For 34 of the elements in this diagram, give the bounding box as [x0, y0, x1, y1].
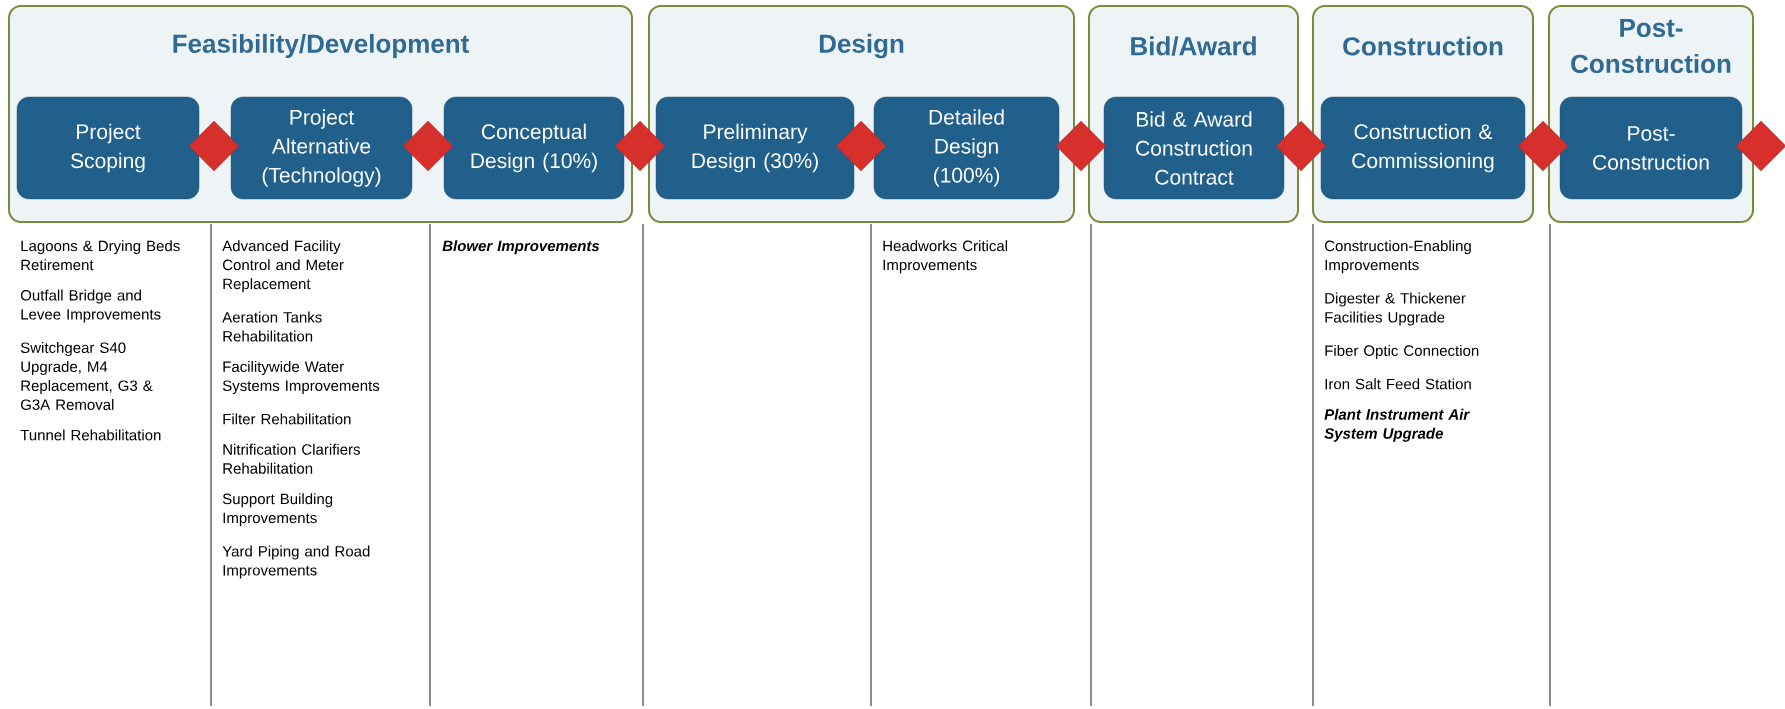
project-item: Support Building Improvements: [222, 493, 333, 527]
step-box: Construction & Commissioning: [1320, 96, 1526, 200]
project-item: Filter Rehabilitation: [223, 413, 351, 425]
milestone-diamond: [1055, 120, 1107, 172]
step-box: Bid & Award Construction Contract: [1103, 96, 1285, 200]
step-box: Preliminary Design (30%): [655, 96, 855, 200]
project-item: Outfall Bridge and Levee Improvements: [20, 289, 161, 323]
project-item: Blower Improvements: [442, 240, 600, 255]
project-item: Tunnel Rehabilitation: [20, 429, 161, 441]
project-item: Fiber Optic Connection: [1325, 344, 1479, 359]
milestone-diamond: [835, 120, 887, 172]
milestone-diamond: [614, 120, 666, 172]
project-item: Headworks Critical Improvements: [883, 240, 1008, 274]
project-item: Yard Piping and Road Improvements: [222, 545, 370, 579]
milestone-diamond: [1517, 120, 1569, 172]
project-item: Iron Salt Feed Station: [1325, 378, 1471, 390]
milestone-diamond: [402, 120, 454, 172]
step-box: Project Scoping: [16, 96, 200, 200]
milestone-diamond: [1735, 120, 1785, 172]
project-item: Switchgear S40 Upgrade, M4 Replacement, G3 & G3A Removal: [20, 342, 153, 410]
step-box: Post- Construction: [1559, 96, 1743, 200]
step-box: Conceptual Design (10%): [443, 96, 625, 200]
project-item: Aeration Tanks Rehabilitation: [222, 311, 322, 342]
step-box: Project Alternative (Technology): [230, 96, 413, 200]
project-item: Advanced Facility Control and Meter Replacement: [222, 240, 344, 293]
project-item: Lagoons & Drying Beds Retirement: [21, 240, 180, 271]
project-item: Digester & Thickener Facilities Upgrade: [1325, 292, 1466, 326]
milestone-diamond: [188, 120, 240, 172]
project-item: Plant Instrument Air System Upgrade: [1324, 408, 1470, 442]
milestone-diamond: [1275, 120, 1327, 172]
project-item: Nitrification Clarifiers Rehabilitation: [223, 443, 360, 474]
project-item: Construction-Enabling Improvements: [1325, 240, 1471, 274]
step-box: Detailed Design (100%): [873, 96, 1060, 200]
project-item: Facilitywide Water Systems Improvements: [222, 361, 380, 394]
